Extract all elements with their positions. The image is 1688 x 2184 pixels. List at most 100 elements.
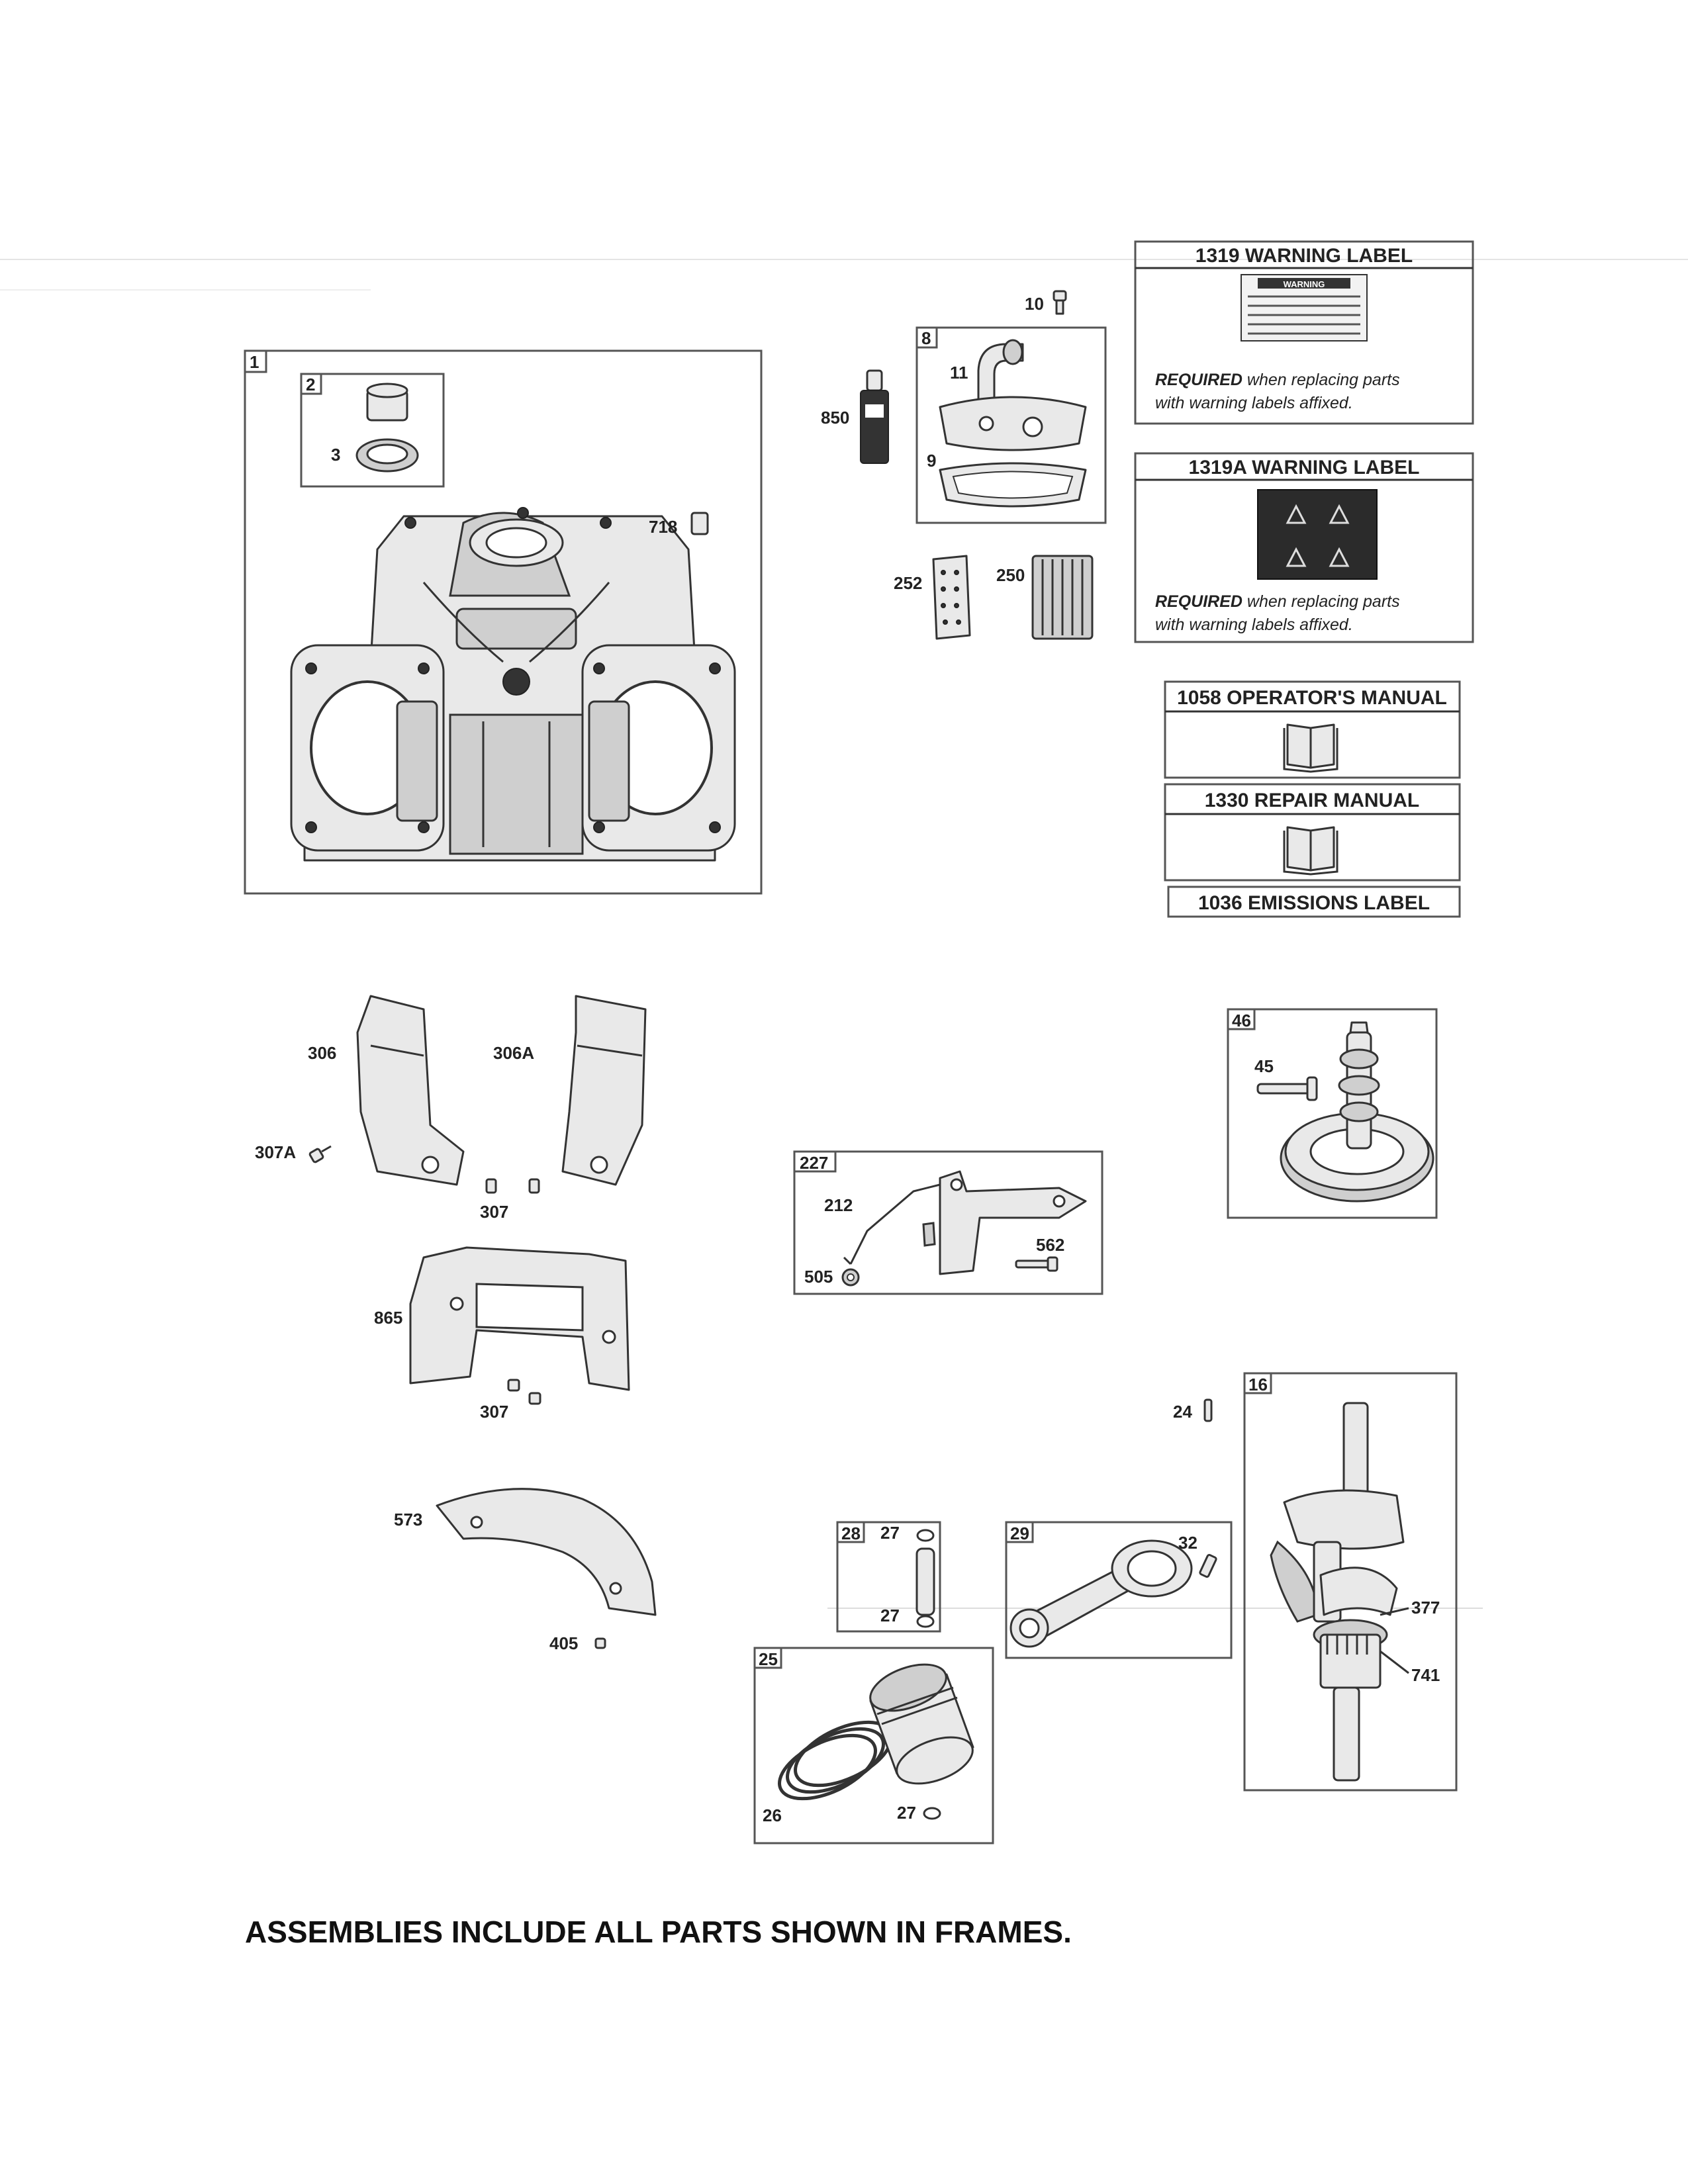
baffle-865: 865 307 <box>374 1246 630 1422</box>
warning-label-1319: 1319 WARNING LABEL WARNING REQUIRED when… <box>1134 240 1474 425</box>
retainer-clip-part <box>916 1529 935 1542</box>
frame-governor <box>793 1150 1103 1295</box>
required-note-line-2: with warning labels affixed. <box>1155 394 1353 412</box>
connecting-rod-assembly: 29 32 <box>1005 1521 1233 1659</box>
callout-741: 741 <box>1411 1665 1440 1685</box>
callout-252: 252 <box>894 573 922 593</box>
retainer-clip-part <box>923 1807 941 1820</box>
frame-number-box <box>300 373 322 395</box>
baffle-573: 573 405 <box>394 1488 657 1653</box>
callout-307a: 307A <box>255 1142 296 1162</box>
callout-307: 307 <box>480 1202 508 1222</box>
warning-label-1319a: 1319A WARNING LABEL REQUIRED when replac… <box>1134 452 1474 643</box>
frame-label-1: 1 <box>250 352 259 372</box>
callout-505: 505 <box>804 1267 833 1287</box>
governor-assembly: 227 212 562 505 <box>793 1150 1103 1295</box>
warning-label-title: 1319 WARNING LABEL <box>1196 245 1413 267</box>
frame-number-box <box>1243 1372 1272 1394</box>
warning-sticker-icon <box>1257 489 1378 580</box>
leader-line <box>1380 1650 1409 1674</box>
piston-assembly: 25 26 27 <box>753 1647 994 1844</box>
screw-part-10 <box>1053 290 1067 315</box>
cylinder-block <box>290 507 736 862</box>
repair-manual-box: 1330 REPAIR MANUAL <box>1164 783 1461 882</box>
screw-part-405 <box>594 1637 606 1649</box>
baffle-part-865 <box>409 1246 630 1391</box>
key-part-24 <box>1203 1398 1213 1422</box>
callout-212: 212 <box>824 1195 853 1215</box>
emissions-label-title: 1036 EMISSIONS LABEL <box>1198 892 1430 914</box>
callout-306a: 306A <box>493 1043 534 1063</box>
callout-307: 307 <box>480 1402 508 1422</box>
callout-377: 377 <box>1411 1598 1440 1617</box>
callout-3: 3 <box>331 445 340 465</box>
leader-line <box>1380 1607 1409 1616</box>
frame-crankshaft <box>1243 1372 1458 1792</box>
frame-piston-pin <box>836 1521 941 1633</box>
gear-teeth <box>1326 1635 1368 1655</box>
frame-number-box <box>1005 1521 1034 1543</box>
operators-manual-box: 1058 OPERATOR'S MANUAL <box>1164 680 1461 779</box>
governor-lever-part <box>922 1170 1087 1275</box>
warning-sticker-text: WARNING <box>1284 279 1325 289</box>
seal-part <box>355 438 419 473</box>
callout-405: 405 <box>549 1633 578 1653</box>
nut-part-505 <box>841 1268 860 1287</box>
cylinder-baffles: 306 306A 307A 307 <box>255 995 647 1222</box>
frame-camshaft <box>1227 1008 1438 1219</box>
footer-note: ASSEMBLIES INCLUDE ALL PARTS SHOWN IN FR… <box>245 1915 1072 1949</box>
baffle-part-573 <box>436 1488 657 1616</box>
operators-manual-title: 1058 OPERATOR'S MANUAL <box>1177 687 1447 709</box>
frame-label-29: 29 <box>1010 1524 1029 1543</box>
frame-label-25: 25 <box>759 1649 778 1669</box>
frame-number-box <box>1227 1008 1256 1030</box>
bolt-part-562 <box>1015 1256 1058 1272</box>
book-icon <box>1283 723 1338 773</box>
callout-24: 24 <box>1173 1402 1192 1422</box>
frame-connecting-rod <box>1005 1521 1233 1659</box>
filter-part-252 <box>932 555 971 640</box>
frame-cylinder <box>244 349 763 895</box>
camshaft-gear-part <box>1280 1021 1434 1203</box>
callout-27: 27 <box>880 1606 900 1625</box>
piston-pin-part <box>915 1547 935 1616</box>
frame-bushing <box>300 373 445 488</box>
frame-label-227: 227 <box>800 1153 828 1173</box>
crankshaft-part <box>1270 1402 1405 1782</box>
warning-label-title: 1319A WARNING LABEL <box>1189 457 1420 478</box>
cylinder-assembly: 1 2 3 <box>244 349 763 895</box>
callout-45: 45 <box>1254 1056 1274 1076</box>
frame-label-8: 8 <box>921 328 931 348</box>
callout-10: 10 <box>1025 294 1044 314</box>
frame-label-46: 46 <box>1232 1011 1251 1030</box>
callout-865: 865 <box>374 1308 402 1328</box>
callout-306: 306 <box>308 1043 336 1063</box>
retainer-clip-part <box>916 1615 935 1628</box>
baffle-part-306 <box>356 995 465 1186</box>
camshaft-assembly: 46 45 <box>1227 1008 1438 1219</box>
required-note-line-1: REQUIRED when replacing parts <box>1155 592 1400 611</box>
screw-part-307 <box>507 1379 541 1405</box>
frame-number-box <box>244 349 267 373</box>
callout-27: 27 <box>880 1523 900 1543</box>
callout-26: 26 <box>763 1805 782 1825</box>
bushing-part <box>366 383 408 422</box>
callout-573: 573 <box>394 1510 422 1529</box>
breather-cover-part <box>939 396 1087 451</box>
frame-piston <box>753 1647 994 1844</box>
sealant-tube-part <box>860 369 889 464</box>
callout-250: 250 <box>996 565 1025 585</box>
breather-gasket-part <box>939 462 1087 508</box>
screw-part-307a <box>308 1145 332 1163</box>
piston-part <box>869 1663 974 1785</box>
callout-562: 562 <box>1036 1235 1064 1255</box>
required-note-line-2: with warning labels affixed. <box>1155 615 1353 634</box>
callout-9: 9 <box>927 451 936 471</box>
pin-part-45 <box>1256 1076 1318 1101</box>
book-icon <box>1283 826 1338 876</box>
filter-part-250 <box>1031 555 1094 640</box>
governor-link-part <box>843 1183 941 1265</box>
frame-breather <box>915 326 1107 524</box>
callout-11: 11 <box>950 363 968 383</box>
